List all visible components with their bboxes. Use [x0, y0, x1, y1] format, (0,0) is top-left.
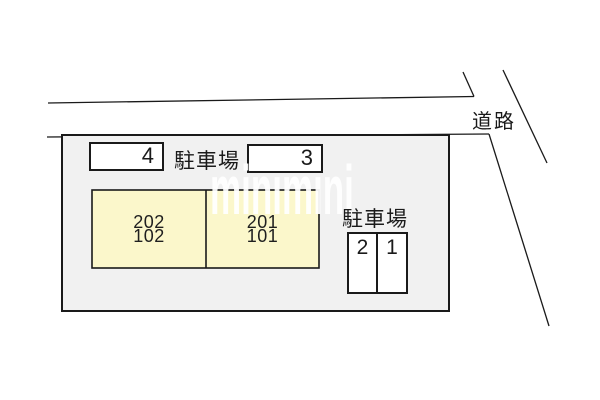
building-unit-left: 202 102 — [92, 190, 206, 268]
side-road-right-edge-line — [502, 69, 548, 164]
unit-number-101: 101 — [246, 226, 279, 246]
unit-number-201: 201 — [246, 212, 279, 232]
parking-space-3-box — [247, 144, 323, 173]
road-label: 道路 — [472, 111, 516, 133]
parking-space-4-box — [89, 142, 164, 171]
parking-space-3-number: 3 — [300, 145, 313, 170]
parking-area-top-label: 駐車場 — [174, 150, 240, 173]
side-road-left-edge-line — [488, 133, 550, 327]
parking-space-4-number: 4 — [141, 143, 154, 168]
parking-stall-1-number: 1 — [386, 236, 398, 259]
unit-number-102: 102 — [133, 226, 165, 246]
unit-number-202: 202 — [133, 212, 165, 232]
parking-area-right-label: 駐車場 — [342, 208, 408, 231]
building-unit-right: 201 101 — [206, 190, 319, 268]
side-road-spur-line — [462, 71, 475, 97]
road-upper-edge-line — [47, 95, 475, 104]
parking-stall-2-number: 2 — [356, 236, 369, 259]
